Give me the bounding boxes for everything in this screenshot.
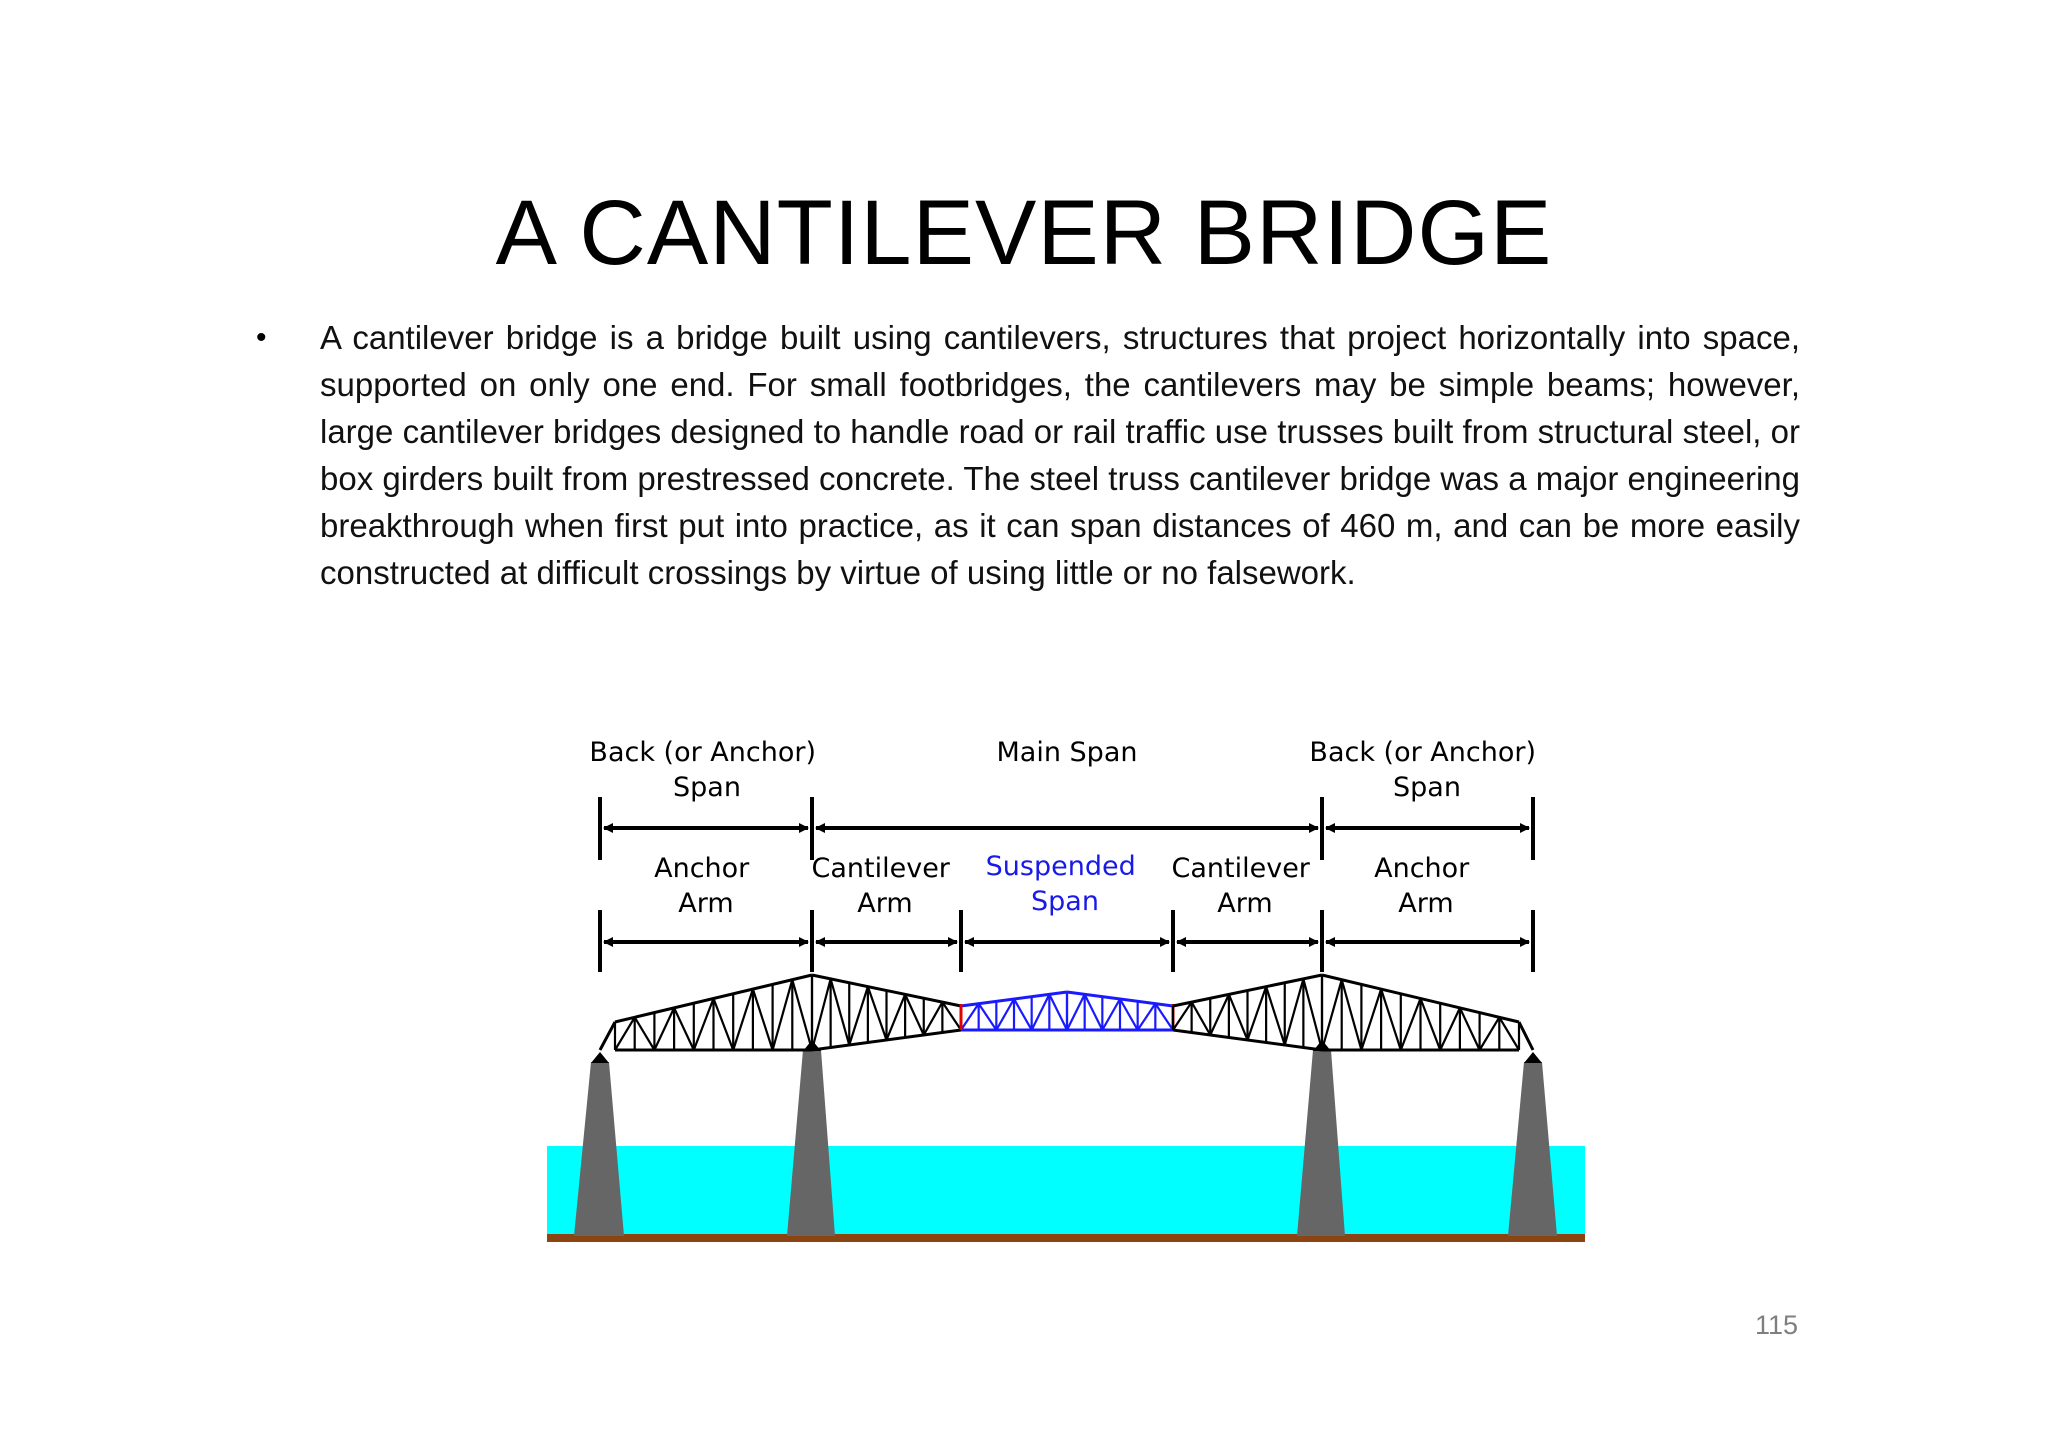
label-left-anchor-arm: Anchor Arm <box>654 853 758 919</box>
bullet-marker: • <box>256 321 267 354</box>
diagonal-member <box>922 1001 944 1036</box>
diagonal-member <box>960 1003 980 1031</box>
diagonal-member <box>1458 1007 1481 1051</box>
label-main-span: Main Span <box>997 737 1138 768</box>
diagonal-member <box>771 979 794 1051</box>
water <box>547 1146 1585 1234</box>
bearing <box>1313 1040 1331 1051</box>
bearing <box>591 1052 609 1063</box>
diagonal-member <box>614 1016 636 1051</box>
diagonal-member <box>1154 1003 1174 1031</box>
diagonal-member <box>904 993 925 1036</box>
diagonal-member <box>1083 993 1104 1031</box>
diagonal-member <box>1380 988 1402 1051</box>
diagonal-member <box>848 986 869 1046</box>
end-post <box>1517 1021 1535 1051</box>
diagonal-member <box>1498 1016 1520 1051</box>
label-left-back-span: Back (or Anchor) Span <box>589 737 824 803</box>
diagonal-member <box>1013 998 1033 1031</box>
diagonal-member <box>866 986 888 1041</box>
diagonal-member <box>1302 978 1324 1051</box>
page-number: 115 <box>1754 1310 1798 1340</box>
diagonal-member <box>1227 993 1249 1041</box>
diagonal-member <box>1172 1001 1193 1031</box>
arm-dimension-line <box>598 910 1535 972</box>
diagonal-member <box>712 998 735 1051</box>
diagonal-member <box>653 1007 676 1051</box>
diagonal-member <box>810 978 832 1051</box>
label-right-back-span: Back (or Anchor) Span <box>1309 737 1544 803</box>
label-right-cantilever-arm: Cantilever Arm <box>1172 853 1319 919</box>
body-paragraph: A cantilever bridge is a bridge built us… <box>320 319 1800 591</box>
slide-title: A CANTILEVER BRIDGE <box>495 182 1553 284</box>
label-right-anchor-arm: Anchor Arm <box>1374 853 1478 919</box>
diagonal-member <box>1048 993 1068 1031</box>
diagonal-member <box>1101 998 1121 1031</box>
diagonal-member <box>977 1003 998 1031</box>
span-dimension-line <box>598 797 1535 860</box>
diagonal-member <box>1066 993 1086 1031</box>
diagonal-member <box>885 993 907 1041</box>
diagonal-member <box>1478 1016 1501 1051</box>
diagonal-member <box>633 1016 656 1051</box>
diagonal-member <box>732 988 754 1051</box>
diagonal-member <box>1419 998 1442 1051</box>
diagonal-member <box>829 978 851 1046</box>
bearing <box>803 1040 821 1051</box>
diagonal-member <box>1320 979 1343 1051</box>
diagonal-member <box>941 1001 962 1031</box>
diagonal-member <box>1119 998 1139 1031</box>
diagonal-member <box>1283 978 1305 1046</box>
diagonal-member <box>1340 979 1363 1051</box>
diagonal-member <box>791 979 814 1051</box>
diagonal-member <box>1030 993 1051 1031</box>
bridge-truss <box>591 973 1542 1063</box>
diagonal-member <box>692 998 715 1051</box>
diagonal-member <box>1209 993 1230 1036</box>
diagonal-member <box>673 1007 695 1051</box>
diagonal-member <box>1360 988 1383 1051</box>
diagonal-member <box>1439 1007 1461 1051</box>
diagonal-member <box>1136 1003 1157 1031</box>
end-post <box>598 1021 617 1051</box>
label-left-cantilever-arm: Cantilever Arm <box>812 853 959 919</box>
diagonal-member <box>751 988 774 1051</box>
diagonal-member <box>1190 1001 1212 1036</box>
diagonal-member <box>995 998 1015 1031</box>
bridge-piers <box>574 1050 1557 1236</box>
diagonal-member <box>1399 998 1422 1051</box>
diagonal-member <box>1246 986 1268 1041</box>
label-suspended-span: Suspended Span <box>986 851 1145 917</box>
bearing <box>1524 1052 1542 1063</box>
diagonal-member <box>1265 986 1286 1046</box>
riverbed <box>547 1234 1585 1242</box>
